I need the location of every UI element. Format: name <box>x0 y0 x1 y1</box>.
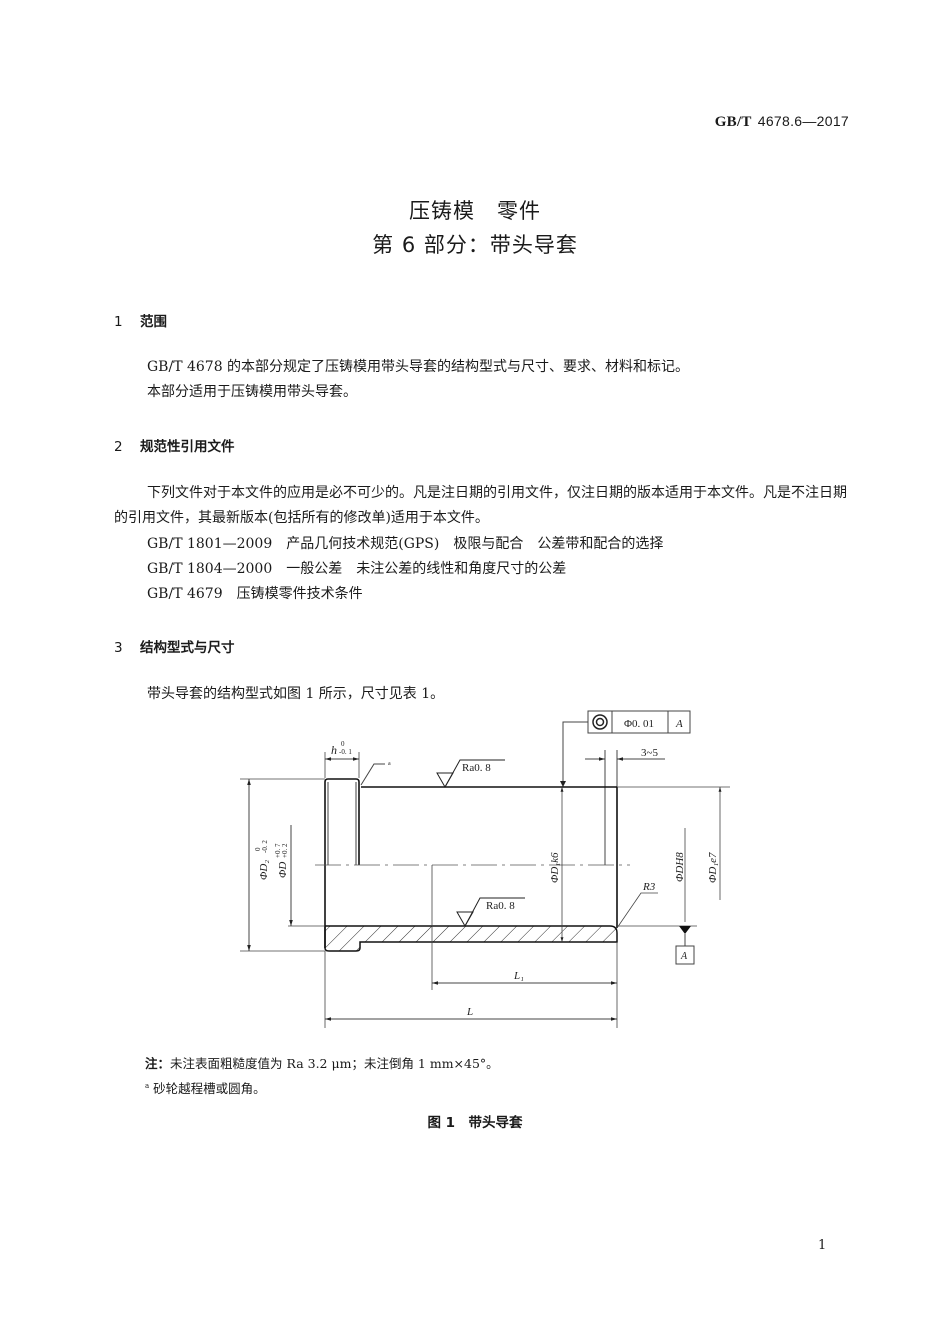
dim-l-label: L <box>466 1006 473 1018</box>
bush-outline <box>324 778 618 948</box>
reference-item: GB/T 1801—2009 产品几何技术规范(GPS) 极限与配合 公差带和配… <box>147 536 664 552</box>
section-number: 3 <box>114 640 123 656</box>
guide-bush-drawing: Φ0. 01 A 3~5 h 0 -0. 1 <box>240 710 730 1028</box>
dimension-d1-k6: ΦD₁k6 <box>549 787 564 942</box>
figure-caption: 图 1 带头导套 <box>427 1115 523 1131</box>
dimension-h: h 0 -0. 1 <box>324 740 360 778</box>
page-number: 1 <box>818 1238 827 1253</box>
paragraph-text: 本部分适用于压铸模用带头导套。 <box>147 384 357 400</box>
groove-marker: a <box>388 761 391 767</box>
dimension-d2: ΦD₂ 0 -0. 2 <box>240 778 325 952</box>
tolerance-datum: A <box>675 718 683 730</box>
section-heading-normative-references: 2 规范性引用文件 <box>114 435 235 455</box>
tolerance-frame: Φ0. 01 A <box>560 710 691 787</box>
dim-h-tol-upper: 0 <box>341 740 345 748</box>
structure-paragraph: 带头导套的结构型式如图 1 所示，尺寸见表 1。 <box>114 682 850 707</box>
dim-d2-tol-upper: 0 <box>254 847 262 851</box>
tolerance-value: Φ0. 01 <box>624 718 654 730</box>
paragraph-text: 带头导套的结构型式如图 1 所示，尺寸见表 1。 <box>147 686 445 702</box>
dim-l1-label: L₁ <box>513 970 524 982</box>
section-heading-structure-dimensions: 3 结构型式与尺寸 <box>114 636 235 656</box>
concentricity-icon <box>592 714 608 730</box>
footnote-marker: a <box>145 1081 150 1090</box>
document-title: 压铸模 零件 <box>409 199 541 223</box>
section-number: 2 <box>114 439 123 455</box>
dim-d1-e7-label: ΦD₁e7 <box>707 852 719 883</box>
radius-label: R3 <box>642 881 656 893</box>
roughness-outer-label: Ra0. 8 <box>462 762 491 774</box>
dim-d2-label: ΦD₂ <box>258 860 270 880</box>
section-title: 规范性引用文件 <box>140 439 235 455</box>
note-label: 注： <box>145 1056 171 1071</box>
document-subtitle: 第 6 部分：带头导套 <box>372 233 578 257</box>
datum-label: A <box>680 951 688 962</box>
references-intro-paragraph: 下列文件对于本文件的应用是必不可少的。凡是注日期的引用文件，仅注日期的版本适用于… <box>114 485 847 526</box>
dim-d-h8-label: ΦDH8 <box>674 852 686 882</box>
radius-leader: R3 <box>616 881 658 929</box>
dimension-d1-e7: ΦD₁e7 <box>617 786 730 900</box>
dimension-l1: L₁ <box>432 942 618 1028</box>
dimension-l: L <box>324 951 617 1028</box>
roughness-outer: Ra0. 8 <box>436 759 505 789</box>
dim-d2-tol-lower: -0. 2 <box>261 840 269 853</box>
paragraph-text: GB/T 4678 的本部分规定了压铸模用带头导套的结构型式与尺寸、要求、材料和… <box>147 359 690 375</box>
section-title: 范围 <box>140 314 167 330</box>
figure-note: 注：未注表面粗糙度值为 Ra 3.2 μm；未注倒角 1 mm×45°。 <box>145 1053 499 1072</box>
section-title: 结构型式与尺寸 <box>140 640 235 656</box>
dimension-3-5: 3~5 <box>585 747 665 865</box>
dim-h-tol-lower: -0. 1 <box>339 748 352 756</box>
footnote-text: 砂轮越程槽或圆角。 <box>153 1081 266 1096</box>
scope-paragraph-2: 本部分适用于压铸模用带头导套。 <box>114 380 850 405</box>
section-heading-scope: 1 范围 <box>114 310 167 330</box>
dim-h-label: h <box>331 743 337 757</box>
dim-d-tol-upper: +0. 7 <box>274 843 282 858</box>
figure-footnote: a 砂轮越程槽或圆角。 <box>145 1078 266 1097</box>
groove-leader: a <box>360 761 391 786</box>
standard-number: GB/T 4678.6—2017 <box>715 113 849 131</box>
dim-d1-k6-label: ΦD₁k6 <box>549 852 561 883</box>
dimension-d-h8: A ΦDH8 <box>617 828 697 965</box>
reference-item: GB/T 4679 压铸模零件技术条件 <box>147 586 363 602</box>
standard-prefix: GB/T <box>714 114 752 130</box>
standard-number-value: 4678.6—2017 <box>757 113 849 129</box>
section-hatch <box>324 925 618 952</box>
dim-d-tol-lower: +0. 2 <box>281 843 289 858</box>
note-text: 未注表面粗糙度值为 Ra 3.2 μm；未注倒角 1 mm×45°。 <box>170 1056 499 1071</box>
scope-paragraph-1: GB/T 4678 的本部分规定了压铸模用带头导套的结构型式与尺寸、要求、材料和… <box>114 355 850 380</box>
roughness-inner-label: Ra0. 8 <box>486 900 515 912</box>
dimension-d-counterbore: ΦD +0. 7 +0. 2 <box>274 825 325 927</box>
dim-3-5-label: 3~5 <box>641 747 658 759</box>
dim-d-label: ΦD <box>277 862 289 878</box>
reference-item: GB/T 1804—2000 一般公差 未注公差的线性和角度尺寸的公差 <box>147 561 567 577</box>
section-number: 1 <box>114 314 123 330</box>
roughness-inner: Ra0. 8 <box>456 897 525 928</box>
